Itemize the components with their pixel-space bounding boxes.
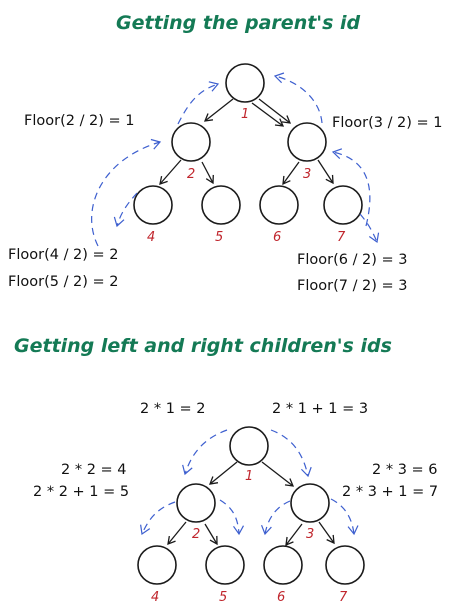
child-node-id-2: 2 <box>192 527 200 542</box>
child-node-id-5: 5 <box>219 590 227 605</box>
child-node-1 <box>229 426 269 466</box>
dashed-arrow-3-to-1 <box>273 72 323 124</box>
parent-node-2 <box>171 122 211 162</box>
dashed-arrow-2-to-4 <box>140 501 176 536</box>
children-dashed-arrows <box>140 429 359 536</box>
edge-2-4 <box>159 159 182 185</box>
parent-node-id-1: 1 <box>241 107 249 122</box>
child-node-2 <box>176 483 216 523</box>
edge-1-3-b <box>251 102 285 127</box>
child-node-7 <box>325 545 365 585</box>
edge-c-1-3 <box>261 461 295 487</box>
edge-c-2-5 <box>204 523 218 546</box>
parent-node-id-4: 4 <box>147 230 155 245</box>
formula-left-child: 2 * 2 = 4 <box>61 462 127 478</box>
parent-node-5 <box>201 185 241 225</box>
formula-floor-4: Floor(4 / 2) = 2 <box>8 247 119 263</box>
parent-dashed-arrows <box>91 72 380 247</box>
formula-floor-3: Floor(3 / 2) = 1 <box>332 115 443 131</box>
edge-c-2-4 <box>167 521 187 546</box>
parent-node-3 <box>287 122 327 162</box>
formula-floor-2: Floor(2 / 2) = 1 <box>24 113 135 129</box>
child-node-5 <box>205 545 245 585</box>
parent-tree-edges <box>159 98 334 186</box>
parent-section-title: Getting the parent's id <box>116 12 361 34</box>
formula-right-child: 2 * 3 = 6 <box>372 462 438 478</box>
child-node-id-1: 1 <box>245 469 253 484</box>
dashed-arrow-1-to-3 <box>270 429 312 478</box>
child-node-id-7: 7 <box>339 590 348 605</box>
child-node-3 <box>290 483 330 523</box>
formula-floor-7: Floor(7 / 2) = 3 <box>297 278 408 294</box>
dashed-arrow-1-to-2 <box>182 429 228 476</box>
children-section-title: Getting left and right children's ids <box>14 335 392 357</box>
parent-node-id-6: 6 <box>273 230 281 245</box>
child-node-id-6: 6 <box>277 590 285 605</box>
edge-c-1-2 <box>208 461 238 485</box>
formula-left-child-plus: 2 * 2 + 1 = 5 <box>33 484 129 500</box>
edge-1-3 <box>258 98 292 124</box>
dashed-arrow-3-to-6 <box>261 500 291 536</box>
parent-node-id-7: 7 <box>337 230 346 245</box>
dashed-arrow-4-left <box>113 192 138 228</box>
edge-3-7 <box>317 159 334 185</box>
parent-node-id-2: 2 <box>187 167 195 182</box>
child-node-4 <box>137 545 177 585</box>
formula-root-left: 2 * 1 = 2 <box>140 401 206 417</box>
dashed-arrow-2-to-5 <box>219 499 245 536</box>
parent-node-6 <box>259 185 299 225</box>
dashed-arrow-3-to-7 <box>330 498 359 536</box>
dashed-arrow-7-to-3 <box>331 148 371 227</box>
child-node-id-4: 4 <box>151 590 159 605</box>
dashed-arrow-2-to-1 <box>177 81 220 125</box>
parent-node-4 <box>133 185 173 225</box>
edge-3-6 <box>282 161 300 186</box>
dashed-arrow-4-to-2 <box>91 138 162 247</box>
edge-c-3-7 <box>318 521 335 545</box>
formula-root-right: 2 * 1 + 1 = 3 <box>272 401 368 417</box>
parent-node-1 <box>225 63 265 103</box>
parent-node-7 <box>323 185 363 225</box>
formula-floor-5: Floor(5 / 2) = 2 <box>8 274 119 290</box>
parent-node-id-5: 5 <box>215 230 223 245</box>
child-node-6 <box>263 545 303 585</box>
edge-c-3-6 <box>285 523 303 547</box>
child-node-id-3: 3 <box>306 527 314 542</box>
formula-floor-6: Floor(6 / 2) = 3 <box>297 252 408 268</box>
edge-2-5 <box>201 161 214 185</box>
children-tree-edges <box>167 461 335 547</box>
dashed-arrow-7-right <box>359 213 380 244</box>
parent-node-id-3: 3 <box>303 167 311 182</box>
formula-right-child-plus: 2 * 3 + 1 = 7 <box>342 484 438 500</box>
edge-1-2 <box>203 98 234 122</box>
